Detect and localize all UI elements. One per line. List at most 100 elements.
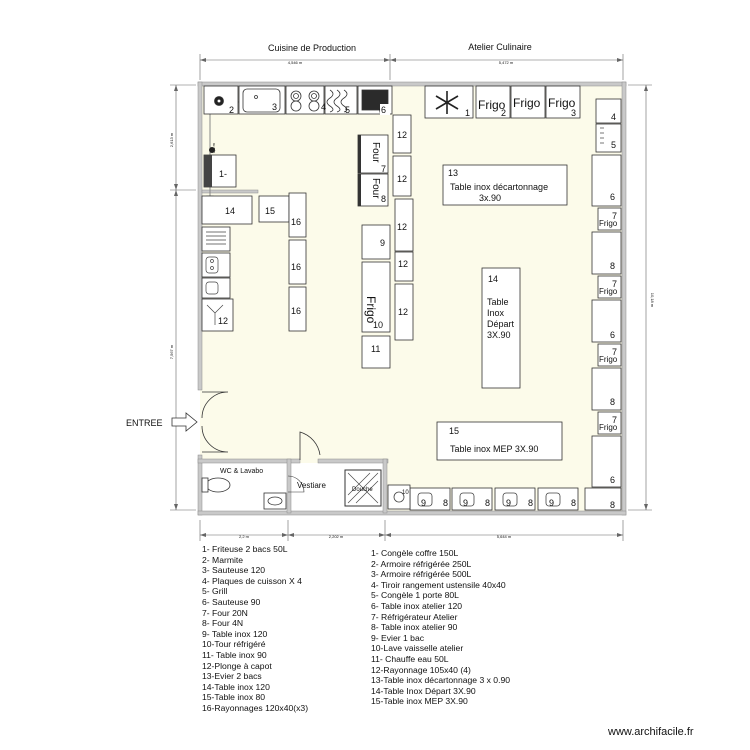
- dim-top-left: 4,546 m: [288, 60, 303, 65]
- oven-column: [357, 134, 391, 369]
- table-14-num: 14: [488, 274, 498, 284]
- entree-label: ENTREE: [126, 418, 163, 428]
- dim-bottom-a: 2,2 m: [239, 534, 250, 539]
- legend-left-item: 11- Table inox 90: [202, 649, 267, 660]
- frigo-r3: Frigo: [599, 355, 618, 364]
- legend-left-item: 4- Plaques de cuisson X 4: [202, 575, 302, 586]
- legend-left-item: 2- Marmite: [202, 554, 244, 565]
- num-1-atelier: 1: [465, 108, 470, 118]
- table-15-label: Table inox MEP 3X.90: [450, 444, 538, 454]
- num-10-b: 10: [402, 490, 409, 496]
- four-4n-label: Four: [370, 178, 381, 199]
- table-14-line4: 3X.90: [487, 330, 511, 340]
- num-8-b4: 8: [571, 498, 576, 508]
- num-6-r2: 6: [610, 330, 615, 340]
- legend-right-item: 12-Rayonnage 105x40 (4): [371, 664, 471, 675]
- dimension-arrows: [174, 58, 648, 537]
- num-7-r1: 7: [612, 211, 617, 221]
- table-14: [481, 267, 521, 389]
- frigo-r4: Frigo: [599, 423, 618, 432]
- dimension-lines: [170, 54, 652, 541]
- title-left: Cuisine de Production: [268, 43, 356, 53]
- num-6-r3: 6: [610, 475, 615, 485]
- svg-text:2: 2: [229, 105, 234, 115]
- douche-label: Douche: [352, 487, 373, 493]
- num-8-r4: 8: [610, 500, 615, 510]
- legend-left-item: 1- Friteuse 2 bacs 50L: [202, 544, 288, 554]
- table-15-num: 15: [449, 426, 459, 436]
- num-7-oven: 7: [381, 164, 386, 174]
- num-8-r3: 8: [610, 397, 615, 407]
- grill: [324, 85, 358, 115]
- dim-left-bottom: 7,567 m: [169, 344, 174, 359]
- legend-left-item: 6- Sauteuse 90: [202, 596, 261, 607]
- num-6: 6: [381, 105, 386, 115]
- table-13: [442, 164, 568, 206]
- num-8-b1: 8: [443, 498, 448, 508]
- snowflake-icon: [435, 91, 459, 114]
- four-20n-label: Four: [370, 142, 381, 163]
- legend-left-item: 15-Table inox 80: [202, 692, 266, 703]
- entree-arrow: [171, 412, 198, 432]
- svg-text:4: 4: [321, 102, 326, 112]
- num-7-r2: 7: [612, 279, 617, 289]
- num-9-b1: 9: [421, 498, 426, 508]
- frigo-3a-label: Frigo: [513, 96, 541, 110]
- friteuse-dark: [204, 155, 212, 187]
- douche-hatching: [347, 472, 379, 504]
- num-bg: [380, 104, 390, 115]
- legend-right-item: 2- Armoire réfrigérée 250L: [371, 558, 472, 569]
- dim-right: 10,18 m: [650, 293, 655, 308]
- watermark: www.archifacile.fr: [608, 726, 694, 738]
- dim-left-top: 2,613 m: [169, 132, 174, 147]
- num-15-left: 15: [265, 206, 275, 216]
- frigo-3b-label: Frigo: [548, 96, 576, 110]
- friteuse-knob: [209, 147, 215, 153]
- num-16b: 16: [291, 262, 301, 272]
- num-12b: 12: [397, 174, 407, 184]
- svg-text:5: 5: [345, 105, 350, 115]
- plaques-cuisson: [285, 85, 325, 115]
- num-12c: 12: [397, 222, 407, 232]
- doors: [201, 391, 321, 493]
- num-8-r1: 8: [610, 261, 615, 271]
- legend-right-item: 4- Tiroir rangement ustensile 40x40: [371, 579, 506, 590]
- rayonnages-12: [392, 114, 414, 341]
- legend-left-item: 13-Evier 2 bacs: [202, 671, 262, 682]
- num-8-b3: 8: [528, 498, 533, 508]
- dim-bottom-c: 5,644 m: [497, 534, 512, 539]
- num-10: 10: [373, 320, 383, 330]
- dim-top-right: 5,472 m: [499, 60, 514, 65]
- num-8-oven: 8: [381, 194, 386, 204]
- num-16a: 16: [291, 217, 301, 227]
- legend-right-item: 6- Table inox atelier 120: [371, 600, 463, 611]
- legend-right-item: 5- Congèle 1 porte 80L: [371, 590, 459, 601]
- legend-left-item: 9- Table inox 120: [202, 628, 268, 639]
- num-12e: 12: [398, 307, 408, 317]
- num-16c: 16: [291, 306, 301, 316]
- num-5-atelier: 5: [611, 140, 616, 150]
- legend-left-item: 16-Rayonnages 120x40(x3): [202, 702, 309, 713]
- sink-bowls: [393, 491, 561, 507]
- num-14-left: 14: [225, 206, 235, 216]
- table-13-num: 13: [448, 168, 458, 178]
- legend-left: 1- Friteuse 2 bacs 50L 2- Marmite 3- Sau…: [202, 544, 308, 714]
- title-right: Atelier Culinaire: [468, 42, 532, 52]
- num-9-b2: 9: [463, 498, 468, 508]
- sink-details: [205, 231, 226, 325]
- num-12d: 12: [398, 259, 408, 269]
- num-9-b3: 9: [506, 498, 511, 508]
- friteuse-num: 1-: [219, 169, 227, 179]
- wc-label: WC & Lavabo: [220, 468, 263, 475]
- legend-left-item: 7- Four 20N: [202, 607, 248, 618]
- legend-right-item: 14-Table Inox Départ 3X.90: [371, 685, 476, 696]
- legend-right-item: 1- Congèle coffre 150L: [371, 548, 459, 558]
- frigo-r1: Frigo: [599, 219, 618, 228]
- legend-right-item: 15-Table inox MEP 3X.90: [371, 696, 468, 707]
- rayonnages-16: [288, 192, 307, 332]
- frigo-r2: Frigo: [599, 287, 618, 296]
- legend-right-item: 13-Table inox décartonnage 3 x 0.90: [371, 675, 511, 686]
- table-14-line1: Table: [487, 297, 509, 307]
- drawer-marks: [600, 127, 604, 144]
